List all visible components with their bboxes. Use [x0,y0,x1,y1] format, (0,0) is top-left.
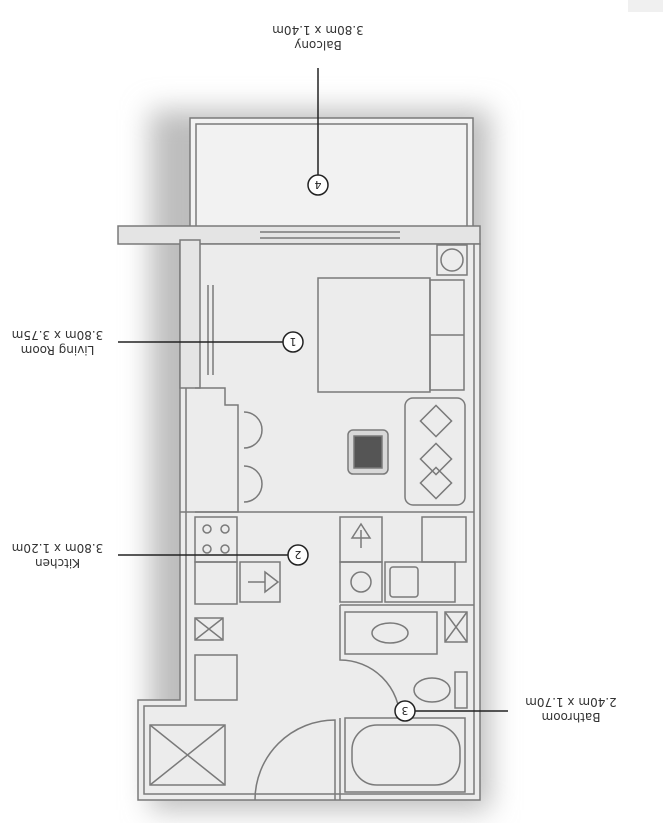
vanity [344,611,438,655]
shaft-box [149,724,226,786]
bathroom-label: Bathroom 2.40m x 1.70m [512,694,630,724]
balcony-label: Balcony 3.80m x 1.40m [258,22,378,52]
kitchen-label: Kitchen 3.80m x 1.20m [0,540,115,570]
callout-1 [282,331,304,353]
top-wall [117,225,481,245]
cabinet [421,516,467,563]
living-room-label: Living Room 3.80m x 3.75m [0,327,115,357]
room-size: 2.40m x 1.70m [525,695,617,709]
callout-3-number: 3 [402,704,409,717]
room-size: 3.80m x 1.40m [272,23,364,37]
room-size: 3.80m x 1.20m [11,541,104,555]
room-size: 3.80m x 3.75m [11,328,104,342]
callout-1-number: 1 [290,335,297,348]
balcony-outline [189,117,474,229]
callout-2 [287,544,309,566]
entry-door [254,719,336,801]
callout-2-number: 2 [295,548,302,561]
room-name: Bathroom [541,710,601,724]
fridge [239,561,281,603]
unit-outline [137,243,481,801]
corner-tab [628,0,663,12]
callout-3 [394,700,416,722]
stool [243,411,263,449]
washbasin [371,622,409,644]
toilet [413,677,451,703]
washer [350,571,372,593]
callout-4 [307,174,329,196]
bathtub [351,724,461,786]
nightstand-lamp [436,244,468,276]
kitchen-cabinet [194,561,238,605]
room-name: Balcony [294,38,342,52]
stool [243,465,263,503]
room-name: Living Room [20,343,95,357]
callout-4-number: 4 [315,178,322,191]
kitchen-sink [384,561,456,603]
sofa [404,397,466,506]
cabinet-x [194,617,224,641]
room-name: Kitchen [34,556,81,570]
tv-unit [179,239,201,389]
